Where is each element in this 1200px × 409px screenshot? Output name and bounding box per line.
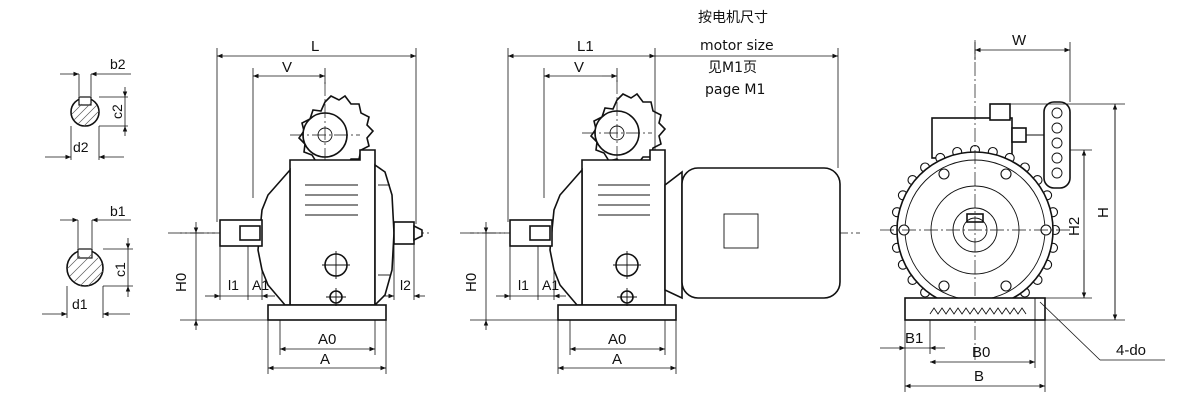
label-A1: A1 [252, 277, 269, 293]
dims-front-view-1 [180, 48, 425, 374]
label-V-2: V [574, 59, 584, 76]
dims-side-view [880, 42, 1165, 392]
note-line2: motor size [700, 38, 774, 54]
front-view-reducer [168, 82, 430, 321]
label-d1: d1 [72, 296, 88, 312]
label-b1: b1 [110, 203, 126, 219]
label-c1: c1 [112, 262, 128, 277]
label-A1-2: A1 [542, 277, 559, 293]
label-l1-2: l1 [518, 277, 529, 293]
label-l2: l2 [400, 277, 411, 293]
label-B0: B0 [972, 344, 990, 361]
label-V: V [282, 59, 292, 76]
label-A-2: A [612, 351, 622, 368]
label-W: W [1012, 32, 1027, 49]
side-view [880, 40, 1072, 360]
label-B1: B1 [905, 330, 923, 347]
dims-front-view-2 [470, 48, 839, 374]
label-A0-2: A0 [608, 331, 626, 348]
label-H0: H0 [173, 273, 190, 292]
label-L: L [311, 38, 319, 55]
label-L1: L1 [577, 38, 594, 55]
label-d2: d2 [73, 139, 89, 155]
label-H: H [1095, 207, 1112, 218]
front-view-with-motor [460, 80, 860, 321]
shaft-section-small [45, 71, 131, 160]
note-line4: page M1 [705, 82, 765, 98]
label-A: A [320, 351, 330, 368]
label-c2: c2 [109, 104, 125, 119]
label-H2: H2 [1066, 217, 1083, 236]
note-line3: 见M1页 [708, 60, 757, 76]
label-b2: b2 [110, 56, 126, 72]
label-l1: l1 [228, 277, 239, 293]
label-H0-2: H0 [463, 273, 480, 292]
note-line1: 按电机尺寸 [698, 10, 768, 26]
label-A0: A0 [318, 331, 336, 348]
shaft-section-large [42, 217, 133, 318]
label-4-do: 4-do [1116, 342, 1146, 359]
label-B: B [974, 368, 984, 385]
